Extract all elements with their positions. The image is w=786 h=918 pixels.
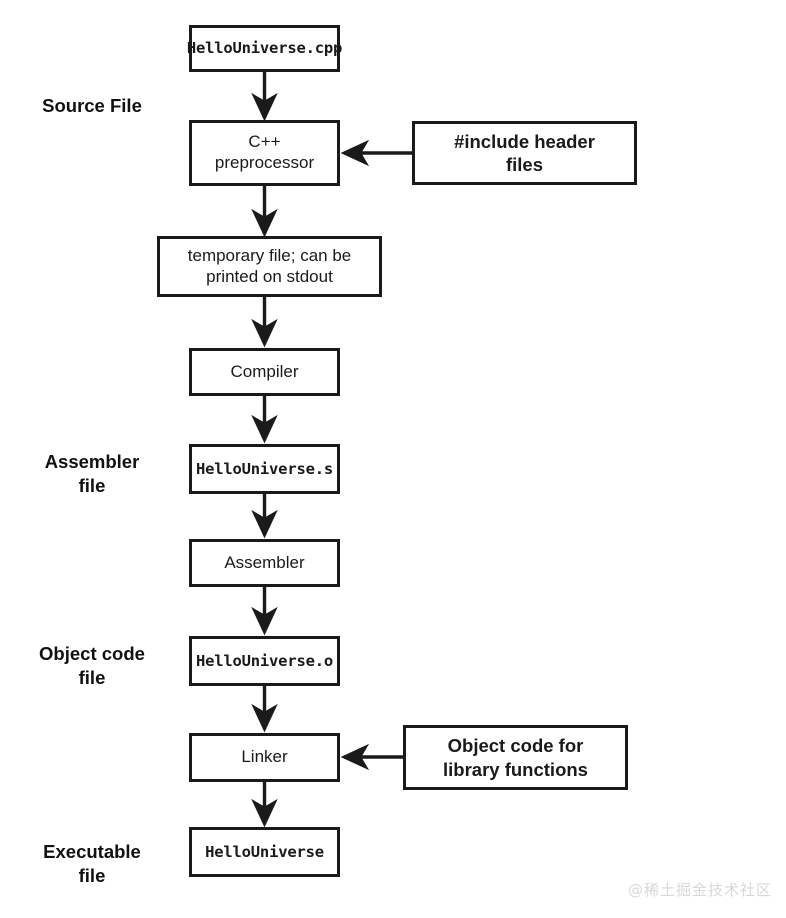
node-assembler-label: Assembler [224, 552, 305, 572]
node-assembly-file[interactable]: HelloUniverse.s [189, 444, 340, 494]
node-include-header-files-label: #include header files [454, 130, 595, 175]
node-object-file[interactable]: HelloUniverse.o [189, 636, 340, 686]
label-assembler-file: Assembler file [44, 451, 140, 496]
node-assembler[interactable]: Assembler [189, 539, 340, 587]
node-compiler[interactable]: Compiler [189, 348, 340, 396]
watermark: @稀土掘金技术社区 [627, 881, 772, 899]
node-compiler-label: Compiler [230, 361, 299, 381]
node-temporary-file[interactable]: temporary file; can be printed on stdout [157, 236, 382, 297]
node-linker-label: Linker [241, 747, 288, 767]
node-source-file[interactable]: HelloUniverse.cpp [186, 25, 343, 72]
node-include-header-files[interactable]: #include header files [412, 121, 637, 185]
node-object-file-label: HelloUniverse.o [196, 651, 333, 670]
node-library-object-code-label: Object code for library functions [443, 735, 588, 780]
node-preprocessor-label: C++ preprocessor [214, 132, 315, 172]
node-source-file-label: HelloUniverse.cpp [186, 39, 343, 58]
node-temporary-file-label: temporary file; can be printed on stdout [187, 245, 352, 286]
node-linker[interactable]: Linker [189, 733, 340, 782]
node-executable-file[interactable]: HelloUniverse [189, 827, 340, 877]
node-library-object-code[interactable]: Object code for library functions [403, 725, 628, 790]
label-executable-file: Executable file [43, 841, 141, 886]
node-preprocessor[interactable]: C++ preprocessor [189, 120, 340, 186]
label-object-code-file: Object code file [39, 643, 145, 688]
node-executable-file-label: HelloUniverse [205, 842, 324, 861]
label-source-file: Source File [42, 95, 142, 116]
node-assembly-file-label: HelloUniverse.s [196, 459, 333, 478]
